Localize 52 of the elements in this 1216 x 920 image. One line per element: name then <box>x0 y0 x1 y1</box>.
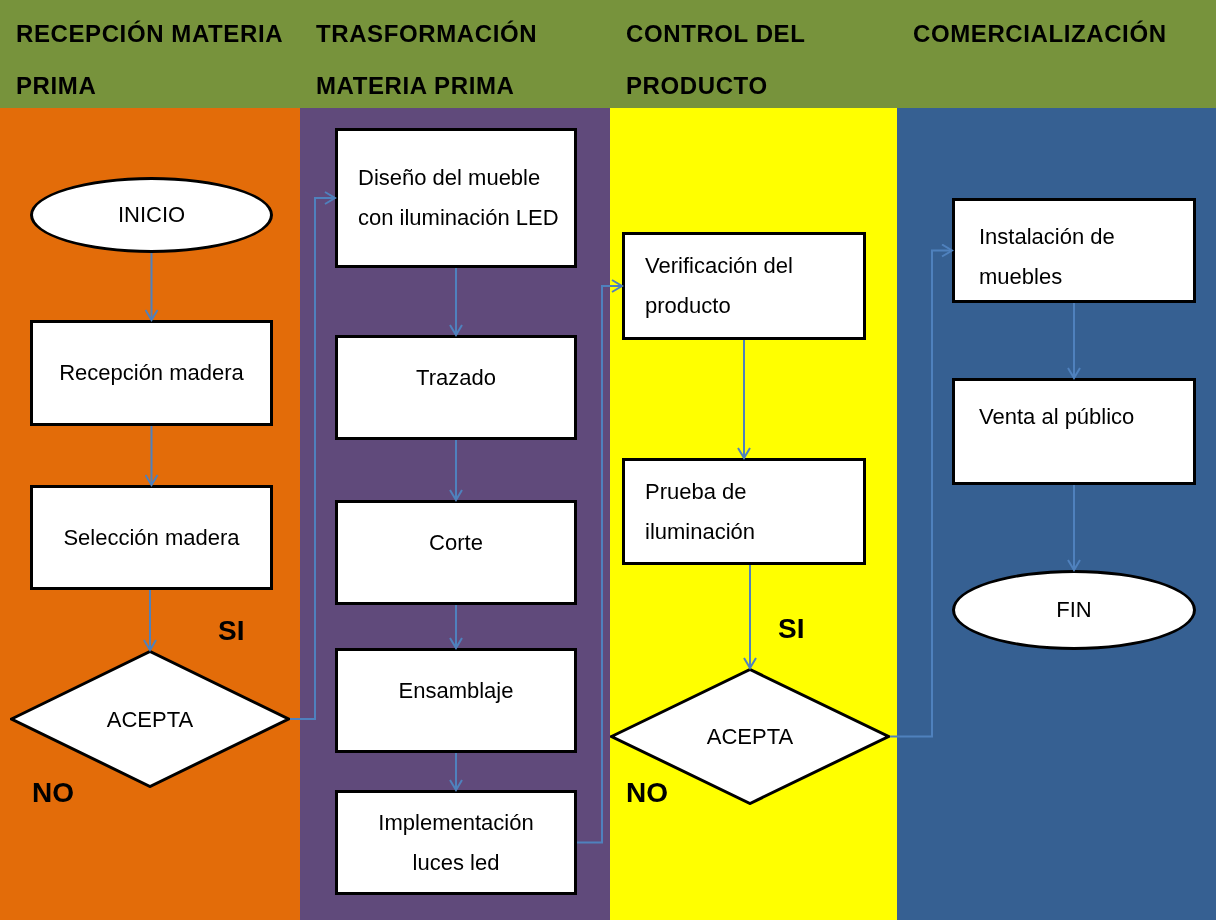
node-text: Corte <box>429 529 483 557</box>
arrow <box>144 252 159 321</box>
arrow <box>449 752 463 791</box>
process-box <box>622 458 866 565</box>
arrow <box>449 267 463 336</box>
process-box <box>952 198 1196 303</box>
process-box <box>30 320 273 426</box>
process-box <box>335 335 577 440</box>
node-text: Selección madera <box>63 523 240 552</box>
arrow <box>743 564 757 669</box>
node-text: Instalación de muebles <box>979 223 1116 291</box>
swimlane <box>897 0 1216 920</box>
arrow <box>1067 302 1081 379</box>
node-text: Verificación del producto <box>645 252 794 320</box>
process-box <box>952 378 1196 485</box>
swimlane <box>0 0 300 920</box>
process-box <box>30 485 273 590</box>
process-box <box>335 648 577 753</box>
lane-title: CONTROL DEL PRODUCTO <box>626 19 807 101</box>
lane-title: COMERCIALIZACIÓN <box>913 19 1168 49</box>
lane-title: RECEPCIÓN MATERIA PRIMA <box>16 19 284 101</box>
node-text: FIN <box>1056 596 1092 624</box>
branch-label: SI <box>218 614 245 648</box>
process-box <box>335 790 577 895</box>
node-text: ACEPTA <box>706 723 794 751</box>
arrow <box>576 279 623 844</box>
process-box <box>335 128 577 268</box>
arrow <box>449 439 463 501</box>
branch-label: NO <box>626 776 668 810</box>
node-text: Diseño del mueble con iluminación LED <box>358 164 560 232</box>
arrow <box>1067 484 1081 571</box>
arrow <box>144 425 159 486</box>
node-text: Ensamblaje <box>398 677 514 705</box>
node-text: Recepción madera <box>59 359 244 387</box>
arrow <box>889 243 953 738</box>
node-text: Trazado <box>416 364 496 392</box>
node-text: Venta al público <box>979 403 1135 431</box>
node-text: Implementación luces led <box>377 808 535 877</box>
branch-label: SI <box>778 612 805 646</box>
arrow <box>289 191 336 720</box>
swimlane <box>610 0 897 920</box>
arrow <box>449 604 463 649</box>
node-text: Prueba de iluminación <box>645 477 757 546</box>
lane-title: TRASFORMACIÓN MATERIA PRIMA <box>316 19 539 101</box>
node-text: ACEPTA <box>106 705 194 734</box>
arrow <box>143 589 157 651</box>
arrow <box>737 339 751 459</box>
branch-label: NO <box>32 776 74 810</box>
swimlane <box>300 0 610 920</box>
process-box <box>335 500 577 605</box>
node-text: INICIO <box>117 201 186 229</box>
process-box <box>622 232 866 340</box>
